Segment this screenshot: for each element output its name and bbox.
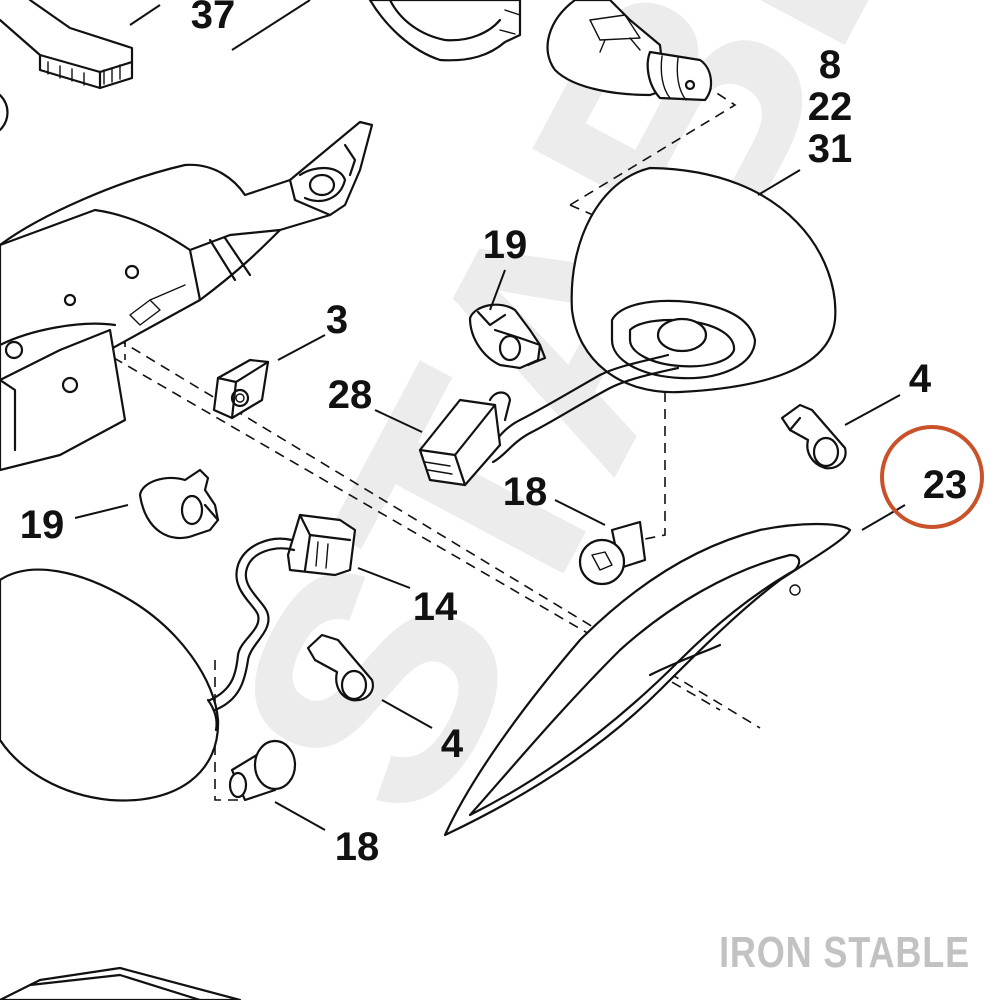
fender-bracket [0,93,374,472]
wire-clip-part-4-lower[interactable] [306,633,374,702]
wire-harness-right [483,353,680,464]
wire-clip-part-4-upper[interactable] [780,403,847,470]
brand-watermark: IRON STABLE [719,928,970,977]
callout-3[interactable]: 3 [326,298,348,342]
callout-14[interactable]: 14 [413,585,458,629]
wire-harness-left [208,537,296,712]
callout-31[interactable]: 31 [808,127,853,171]
bulb-part-8[interactable] [546,0,713,102]
callout-8[interactable]: 8 [819,43,841,87]
highlight-circle-part-23 [880,425,984,529]
callout-22[interactable]: 22 [808,85,853,129]
callout-23[interactable]: 23 [923,463,968,507]
connector-part-14[interactable] [286,513,357,577]
lamp-housing-part-31[interactable] [570,166,837,394]
bulb-socket-part-19-lower[interactable] [138,468,220,540]
leader-lines [74,0,906,831]
callout-4-lower[interactable]: 4 [441,722,464,766]
bulb-socket-part-19-upper[interactable] [468,303,547,370]
connector-part-37[interactable] [0,0,134,90]
bulb-socket-housing [368,0,522,62]
callout-labels: 37 8 22 31 19 3 28 4 23 19 18 14 4 18 [20,0,968,869]
callout-28[interactable]: 28 [328,373,373,417]
callout-18-upper[interactable]: 18 [503,470,548,514]
callout-19-lower[interactable]: 19 [20,503,65,547]
screw-part-18-upper[interactable] [578,520,647,586]
connector-part-28[interactable] [418,391,512,487]
callout-19-upper[interactable]: 19 [483,223,528,267]
clip-nut-part-3[interactable] [212,358,270,420]
callout-4-upper[interactable]: 4 [909,357,932,401]
lamp-housing-left [0,568,220,802]
bottom-partial-part [0,966,242,1000]
callout-18-lower[interactable]: 18 [335,825,380,869]
screw-part-18-lower[interactable] [228,739,297,802]
lens-part-23[interactable] [443,522,852,837]
callout-37[interactable]: 37 [191,0,236,37]
